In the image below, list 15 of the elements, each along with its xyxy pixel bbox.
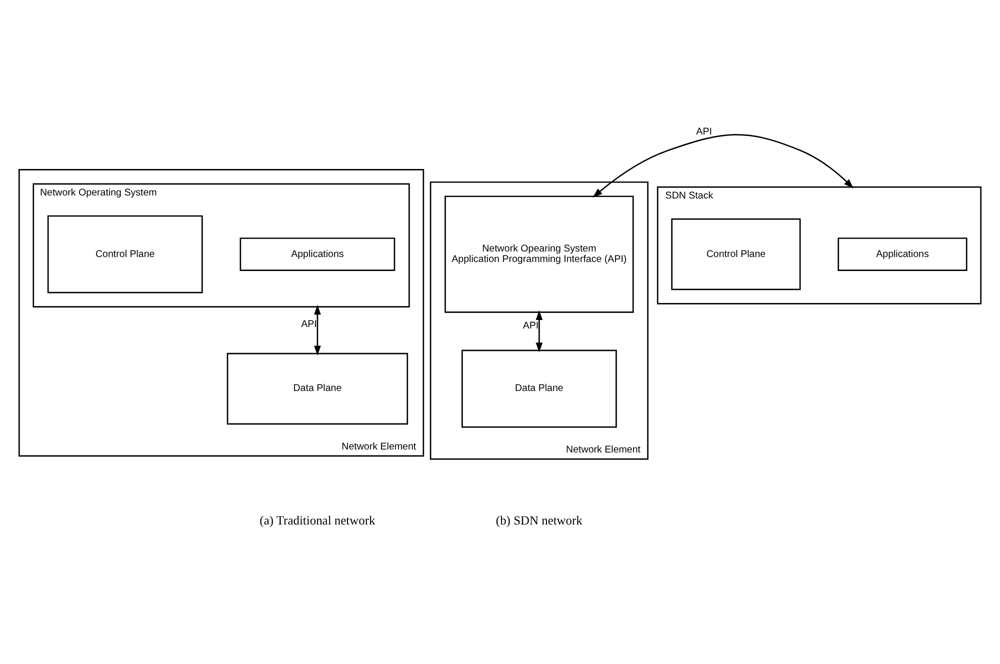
- edge-label: API: [696, 126, 712, 138]
- node-box: Network Opearing System Application Programming Interface (API): [444, 196, 634, 313]
- node-box: Data Plane: [461, 350, 617, 428]
- node-box: Data Plane: [226, 352, 408, 425]
- node-box: Control Plane: [671, 218, 801, 290]
- edge-label: API: [522, 320, 539, 332]
- node-box: Applications: [838, 238, 968, 271]
- edge-label: API: [301, 319, 317, 330]
- label: (a) Traditional network: [260, 514, 376, 528]
- arrow: [536, 310, 543, 352]
- arrow: [314, 304, 321, 356]
- node-box: Control Plane: [47, 215, 203, 294]
- node-box: Applications: [240, 238, 396, 271]
- label: (b) SDN network: [496, 514, 582, 528]
- arrow: [592, 134, 854, 198]
